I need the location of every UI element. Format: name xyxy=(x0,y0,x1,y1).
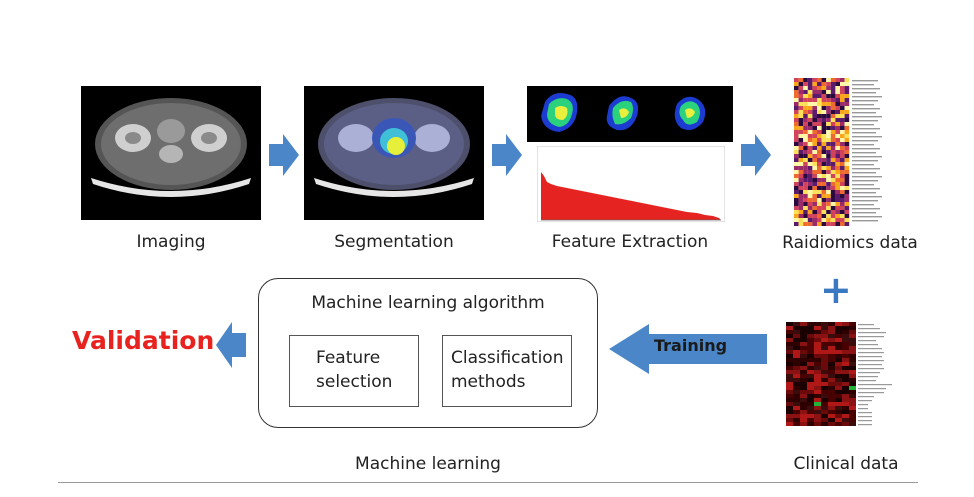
feature-histogram xyxy=(537,146,725,222)
segmentation-label: Segmentation xyxy=(334,232,454,252)
feature-selection-box: Feature selection xyxy=(289,335,419,407)
right-arrow-icon xyxy=(492,134,522,176)
right-arrow-icon xyxy=(741,134,771,176)
validation-label: Validation xyxy=(72,326,215,355)
classification-line1: Classification xyxy=(451,348,564,368)
plus-sign: + xyxy=(820,268,852,312)
imaging-ct-image xyxy=(81,86,261,220)
validation-arrow-icon xyxy=(216,322,246,368)
feature-selection-line1: Feature xyxy=(316,348,381,368)
feature-extraction-label: Feature Extraction xyxy=(551,232,709,252)
tumor-segment-images xyxy=(527,86,733,142)
machine-learning-box: Machine learning algorithm Feature selec… xyxy=(258,278,598,428)
segmentation-ct-image xyxy=(304,86,484,220)
classification-methods-box: Classification methods xyxy=(442,335,572,407)
radiomics-heatmap xyxy=(790,74,910,234)
training-label: Training xyxy=(654,336,728,355)
bottom-divider xyxy=(58,482,918,483)
feature-selection-line2: selection xyxy=(316,372,393,392)
right-arrow-icon xyxy=(269,134,299,176)
machine-learning-caption: Machine learning xyxy=(355,454,501,474)
classification-line2: methods xyxy=(451,372,526,392)
clinical-heatmap xyxy=(782,320,907,442)
ml-algorithm-title: Machine learning algorithm xyxy=(311,293,545,313)
imaging-label: Imaging xyxy=(136,232,206,252)
training-arrow-icon xyxy=(609,324,767,374)
clinical-data-label: Clinical data xyxy=(793,454,899,474)
radiomics-data-label: Raidiomics data xyxy=(782,233,918,253)
